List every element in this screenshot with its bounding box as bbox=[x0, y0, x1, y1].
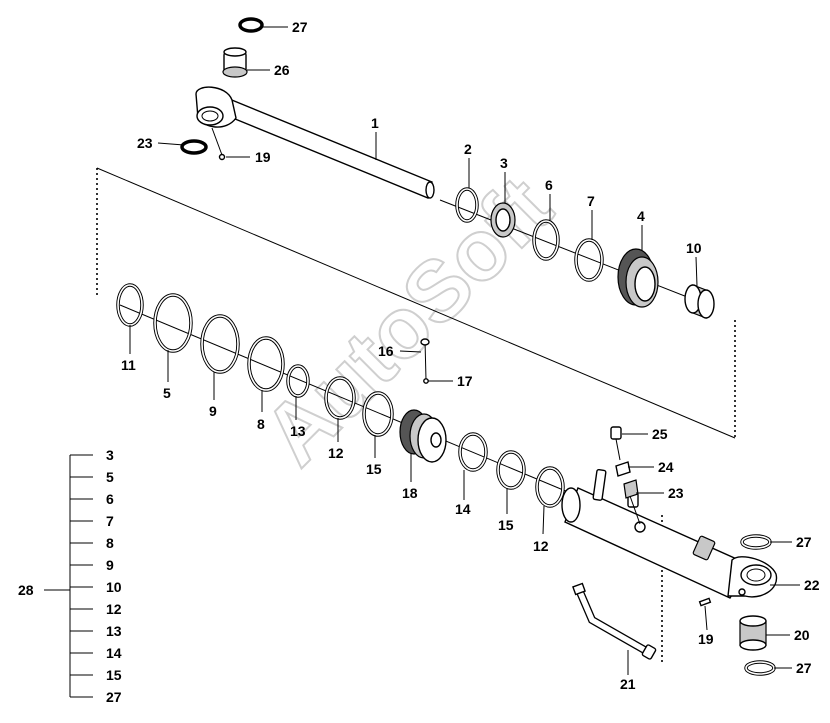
callout-26: 26 bbox=[274, 62, 290, 78]
callout-7: 7 bbox=[587, 193, 595, 209]
callout-23-top: 23 bbox=[137, 135, 153, 151]
callout-23-low: 23 bbox=[668, 485, 684, 501]
callout-27-top: 27 bbox=[292, 19, 308, 35]
callout-15-low: 15 bbox=[498, 517, 514, 533]
kit-parent-number: 28 bbox=[18, 582, 34, 598]
top-row-seals bbox=[455, 187, 715, 319]
top-bushing bbox=[222, 47, 248, 78]
kit-item-number: 9 bbox=[106, 557, 114, 573]
callout-14: 14 bbox=[455, 501, 471, 517]
callout-8: 8 bbox=[257, 416, 265, 432]
kit-item-number: 27 bbox=[106, 689, 122, 705]
callout-11: 11 bbox=[121, 357, 136, 373]
callout-20: 20 bbox=[794, 627, 810, 643]
bolt-clamp-group bbox=[610, 426, 641, 525]
cylinder-barrel bbox=[561, 469, 778, 599]
leader-lines bbox=[129, 26, 800, 675]
callout-numbers: 27 26 23 19 1 2 3 6 7 4 10 11 5 9 8 13 1… bbox=[121, 19, 820, 692]
kit-item-number: 8 bbox=[106, 535, 114, 551]
grease-nipple bbox=[211, 127, 226, 161]
callout-9: 9 bbox=[209, 403, 217, 419]
callout-25: 25 bbox=[652, 426, 668, 442]
callout-27-mid: 27 bbox=[796, 534, 812, 550]
callout-1: 1 bbox=[371, 115, 379, 131]
callout-2: 2 bbox=[464, 141, 472, 157]
callout-21: 21 bbox=[620, 676, 636, 692]
kit-item-number: 15 bbox=[106, 667, 122, 683]
callout-24: 24 bbox=[658, 459, 674, 475]
callout-12-mid: 12 bbox=[328, 445, 344, 461]
kit-item-number: 12 bbox=[106, 601, 122, 617]
retaining-pin bbox=[698, 597, 712, 607]
callout-3: 3 bbox=[500, 155, 508, 171]
callout-17: 17 bbox=[457, 373, 473, 389]
callout-27-low: 27 bbox=[796, 660, 812, 676]
callout-4: 4 bbox=[637, 208, 645, 224]
kit-item-number: 14 bbox=[106, 645, 122, 661]
top-snap-ring bbox=[238, 17, 264, 33]
callout-10: 10 bbox=[686, 240, 702, 256]
bottom-bushing bbox=[739, 615, 767, 651]
callout-12-low: 12 bbox=[533, 538, 549, 554]
piston-rod bbox=[195, 86, 435, 199]
kit-item-number: 5 bbox=[106, 469, 114, 485]
kit-item-number: 7 bbox=[106, 513, 114, 529]
callout-6: 6 bbox=[545, 177, 553, 193]
callout-15-mid: 15 bbox=[366, 461, 382, 477]
hydraulic-pipe bbox=[572, 582, 657, 660]
callout-5: 5 bbox=[163, 385, 171, 401]
callout-22: 22 bbox=[804, 577, 820, 593]
kit-item-number: 6 bbox=[106, 491, 114, 507]
rod-eye-ring bbox=[180, 139, 208, 155]
kit-item-number: 3 bbox=[106, 447, 114, 463]
kit-item-number: 10 bbox=[106, 579, 122, 595]
callout-16: 16 bbox=[378, 343, 394, 359]
kit-item-number: 13 bbox=[106, 623, 122, 639]
callout-19-top: 19 bbox=[255, 149, 271, 165]
seal-kit-list: 28 3 5 6 7 8 9 10 12 13 14 15 27 bbox=[18, 447, 122, 705]
callout-19-low: 19 bbox=[698, 631, 714, 647]
callout-18: 18 bbox=[402, 485, 418, 501]
callout-13: 13 bbox=[290, 423, 306, 439]
piston-screw bbox=[420, 338, 430, 384]
